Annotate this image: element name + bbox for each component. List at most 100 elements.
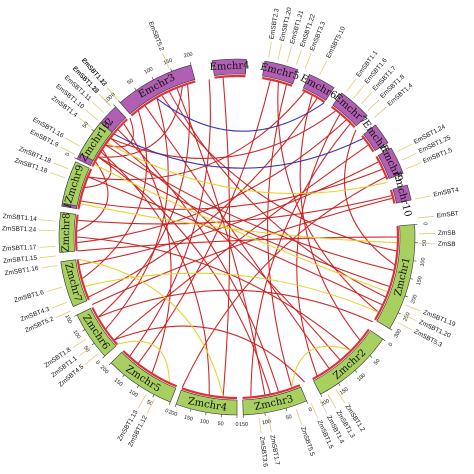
synteny-link <box>78 258 224 397</box>
gene-connector <box>39 246 56 248</box>
gene-marker: EmSBT5.2 <box>147 21 170 69</box>
synteny-link <box>84 149 112 189</box>
gene-label: ZmSBT1.16 <box>4 265 39 277</box>
synteny-link <box>117 129 279 392</box>
synteny-link <box>76 161 109 232</box>
synteny-link <box>105 98 169 330</box>
gene-label: ZmSBT1.17 <box>2 244 37 253</box>
gene-connector <box>360 91 373 105</box>
tick-mark <box>82 329 86 332</box>
tick-mark <box>134 87 137 91</box>
gene-connector <box>277 43 282 60</box>
gene-marker: EmSBT <box>417 210 460 219</box>
chromosome-band <box>302 73 335 101</box>
density-strip <box>361 134 375 153</box>
tick-mark <box>74 314 78 317</box>
synteny-link <box>84 272 379 313</box>
tick-label: 50 <box>82 345 90 353</box>
density-strip <box>389 189 396 204</box>
gene-marker: ZmSBT1.15 <box>3 254 57 265</box>
synteny-link <box>291 345 351 388</box>
tick-label: 150 <box>113 377 124 387</box>
gene-connector <box>49 172 66 179</box>
tick-label: 0 <box>236 422 239 428</box>
gene-label: ZmSBT1.15 <box>3 254 38 265</box>
gene-connector <box>162 53 170 69</box>
chromosome-band <box>61 161 90 207</box>
tick-mark <box>205 412 207 416</box>
tick-mark <box>170 68 173 72</box>
gene-connector <box>65 137 80 147</box>
chromosome-Emchr5: Emchr5 <box>259 60 300 87</box>
gene-label: ZmSBT1.6 <box>13 289 45 304</box>
tick-label: 150 <box>339 386 350 396</box>
chromosome-band <box>262 60 299 85</box>
synteny-link <box>114 133 364 169</box>
gene-connector <box>346 78 357 92</box>
tick-label: 0 <box>65 152 72 157</box>
gene-label: EmSBT <box>437 210 460 219</box>
gene-connector <box>91 101 105 114</box>
synteny-link <box>267 84 293 388</box>
synteny-link <box>77 119 347 244</box>
synteny-link <box>88 91 306 181</box>
tick-label: 0 <box>421 222 427 225</box>
tick-label: 100 <box>72 329 82 340</box>
synteny-link <box>114 325 305 383</box>
tick-label: 300 <box>393 328 403 339</box>
gene-connector <box>40 255 57 259</box>
gene-marker: EmSBT4 <box>414 186 460 200</box>
density-strip <box>91 307 119 346</box>
gene-connector <box>52 301 68 309</box>
density-strip <box>130 80 196 117</box>
tick-mark <box>118 100 121 103</box>
synteny-link <box>117 340 170 383</box>
gene-label: EmSBT5.10 <box>325 25 347 59</box>
gene-connector <box>55 310 71 318</box>
tick-label: 100 <box>143 66 154 76</box>
synteny-link <box>181 176 386 388</box>
gene-marker: ZmSBT1.7 <box>268 416 281 466</box>
synteny-link <box>77 236 398 252</box>
tick-label: 0 <box>164 408 169 415</box>
gene-connector <box>405 304 421 312</box>
tick-label: 50 <box>373 358 381 366</box>
gene-connector <box>310 403 318 419</box>
gene-marker: ZmSBT1.14 <box>2 213 56 223</box>
gene-connector <box>106 87 118 100</box>
synteny-link <box>91 197 393 306</box>
tick-mark <box>152 394 155 398</box>
gene-connector <box>401 313 417 322</box>
gene-connector <box>327 394 337 409</box>
tick-mark <box>369 355 373 358</box>
chromosome-band <box>332 92 368 127</box>
tick-label: 150 <box>183 415 193 423</box>
tick-mark <box>151 77 154 80</box>
tick-mark <box>382 338 386 342</box>
density-strip <box>77 168 93 207</box>
gene-marker: ZmSBT1.6 <box>13 286 63 304</box>
density-strip <box>374 225 400 321</box>
gene-connector <box>268 416 272 433</box>
tick-label: 250 <box>403 312 412 323</box>
tick-label: 100 <box>128 389 139 399</box>
gene-connector <box>401 152 417 161</box>
tick-label: 50 <box>422 240 428 246</box>
gene-connector <box>78 117 92 128</box>
gene-connector <box>397 322 413 331</box>
chromosome-band <box>119 64 196 115</box>
density-strip <box>74 214 79 252</box>
synteny-link <box>79 161 379 266</box>
chromosome-label: Emchr4 <box>209 60 249 73</box>
chromosome-band <box>392 184 412 204</box>
tick-label: 150 <box>163 58 174 67</box>
gene-connector <box>53 162 69 170</box>
tick-mark <box>285 408 288 412</box>
tick-label: 100 <box>356 373 367 383</box>
tick-mark <box>113 104 116 108</box>
gene-connector <box>295 49 302 66</box>
density-strip <box>330 105 356 128</box>
